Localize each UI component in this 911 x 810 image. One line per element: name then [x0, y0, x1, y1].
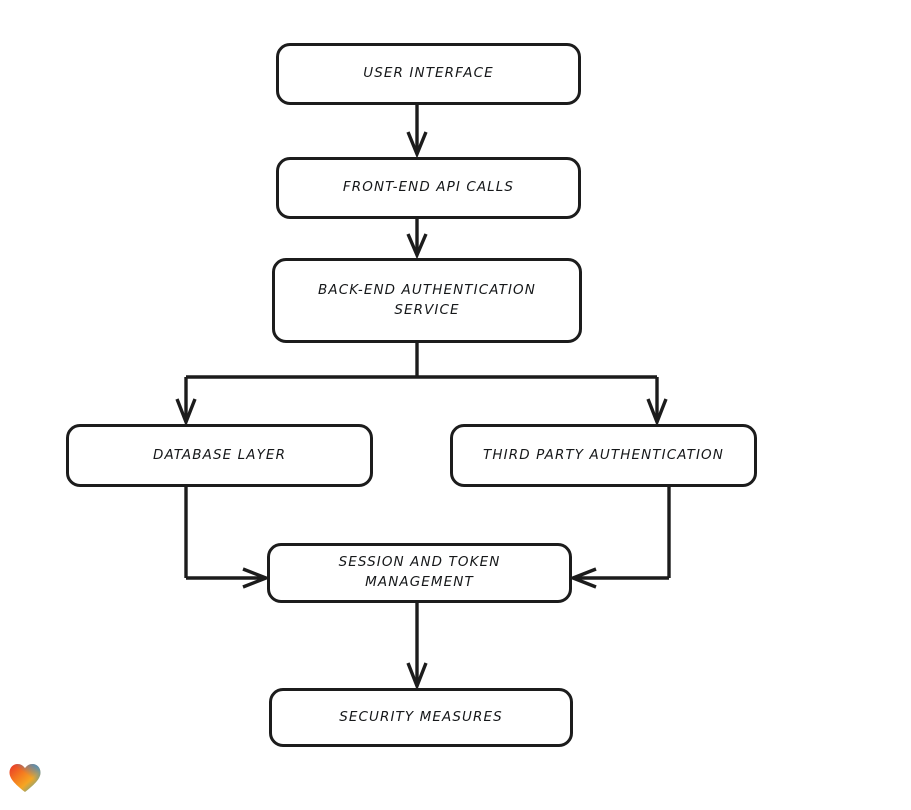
edge-ui-to-api — [406, 105, 428, 159]
heart-logo-icon — [9, 764, 41, 792]
node-label-front-end-api-calls: Front-End API Calls — [342, 179, 515, 196]
edge-thirdparty-to-session — [568, 487, 671, 589]
node-user-interface[interactable]: User Interface — [276, 43, 581, 105]
node-label-third-party-authentication: Third Party Authentication — [483, 446, 724, 463]
node-label-session-and-token-management: Session and Token Management — [338, 554, 501, 590]
node-front-end-api-calls[interactable]: Front-End API Calls — [276, 157, 581, 219]
edge-session-to-security — [406, 603, 428, 691]
node-third-party-authentication[interactable]: Third Party Authentication — [450, 424, 757, 487]
edge-database-to-session — [184, 487, 271, 589]
node-session-and-token-management[interactable]: Session and Token Management — [267, 543, 572, 603]
node-security-measures[interactable]: Security Measures — [269, 688, 573, 747]
node-database-layer[interactable]: Database Layer — [66, 424, 373, 487]
node-label-user-interface: User Interface — [363, 65, 494, 82]
node-back-end-authentication-service[interactable]: Back-End Authentication Service — [272, 258, 582, 343]
edge-api-to-backend — [406, 219, 428, 260]
edge-backend-split — [175, 343, 668, 427]
node-label-database-layer: Database Layer — [152, 446, 287, 463]
node-label-back-end-authentication-service: Back-End Authentication Service — [318, 281, 536, 318]
node-label-security-measures: Security Measures — [339, 708, 503, 725]
